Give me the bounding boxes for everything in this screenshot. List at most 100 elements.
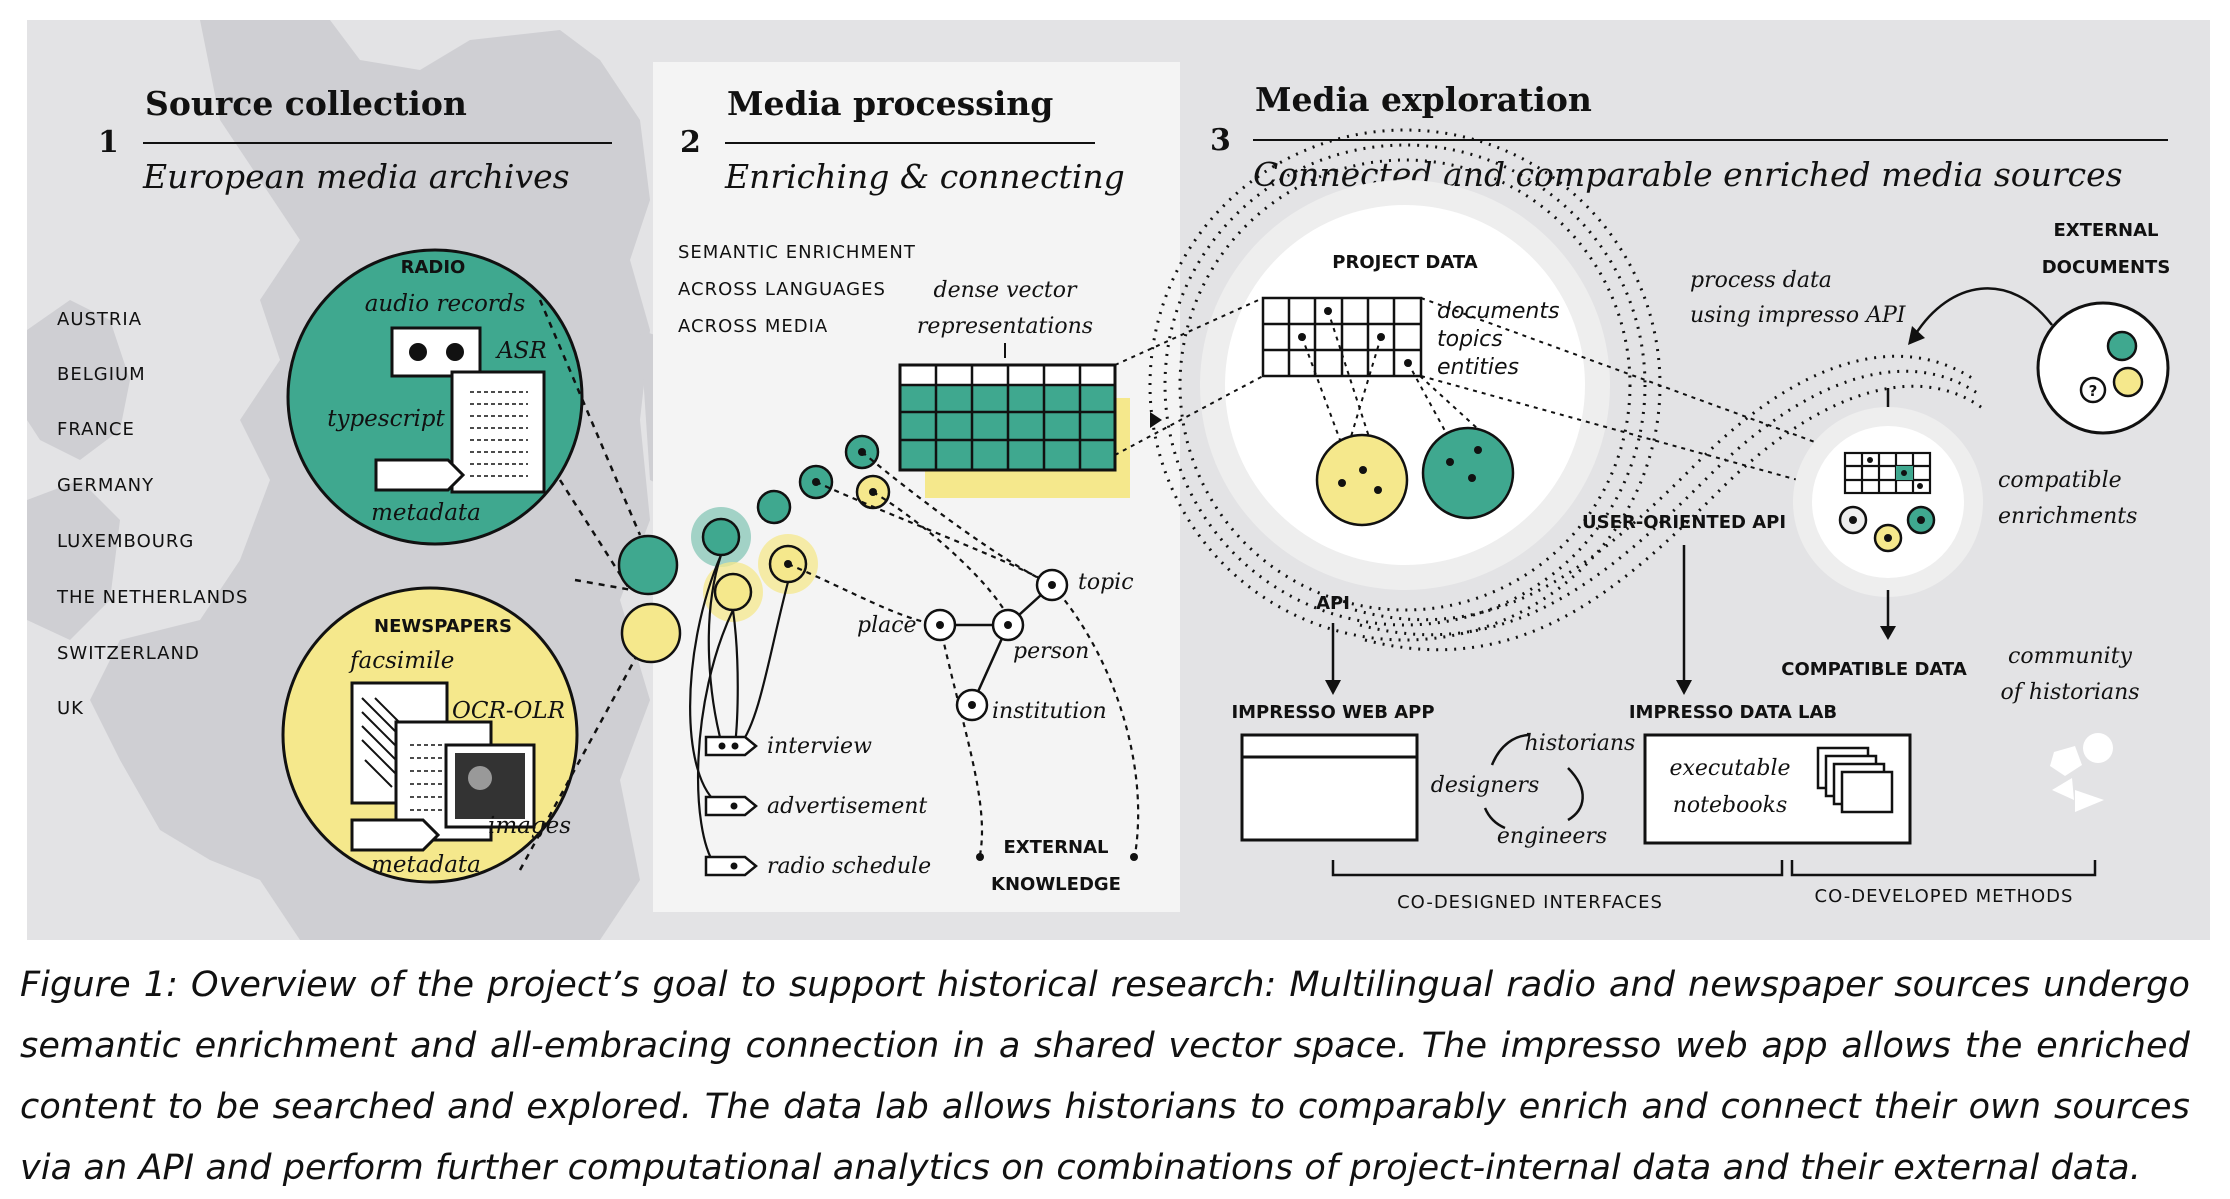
newspapers-metadata-label: metadata: [371, 852, 481, 878]
place-label: place: [857, 613, 917, 638]
metadata-tag-icon: [350, 818, 441, 852]
country-item: BELGIUM: [57, 364, 146, 385]
enriched-nodes: [691, 434, 891, 622]
enrichment-line: SEMANTIC ENRICHMENT: [678, 242, 916, 263]
typescript-document-icon: [450, 370, 546, 494]
figure-caption: Figure 1: Overview of the project’s goal…: [20, 965, 2190, 1188]
project-data-item: entities: [1437, 355, 1519, 380]
play-arrow-icon: [1150, 412, 1162, 428]
radio-asr-label: ASR: [495, 338, 547, 364]
cassette-reel-icon: [409, 343, 427, 361]
data-lab-label: IMPRESSO DATA LAB: [1629, 702, 1837, 723]
media-types: interview advertisement radio schedule: [704, 734, 931, 879]
external-knowledge-endpoint: [976, 853, 984, 861]
compatible-circle: [1812, 426, 1964, 578]
compatible-enrichments-line2: enrichments: [1998, 504, 2137, 529]
api-label: API: [1316, 593, 1350, 614]
newspaper-node: [620, 602, 682, 664]
cluster-green: [1421, 426, 1515, 520]
radio-audio-label: audio records: [365, 291, 526, 317]
section-2-header: 2 Media processing Enriching & connectin…: [680, 84, 1125, 196]
community-label-line1: community: [2008, 644, 2133, 669]
node-green: [701, 517, 741, 557]
country-item: LUXEMBOURG: [57, 531, 194, 552]
section-3-header: 3 Media exploration Connected and compar…: [1210, 80, 2168, 194]
curved-arrow-icon: [1913, 287, 2053, 336]
overview-diagram: 1 Source collection European media archi…: [27, 20, 2210, 940]
node-to-graph-lines: [787, 451, 1140, 856]
metadata-tag-icon: [374, 458, 466, 492]
external-knowledge-line2: KNOWLEDGE: [991, 874, 1121, 895]
process-data-label-line1: process data: [1690, 268, 1832, 293]
newspapers-title: NEWSPAPERS: [374, 616, 512, 637]
notebooks-stack-icon: [1816, 746, 1894, 814]
cluster-yellow: [1315, 433, 1409, 527]
enrichment-line: ACROSS MEDIA: [678, 316, 828, 337]
notebooks-label-line2: notebooks: [1673, 793, 1787, 818]
section-1-title: Source collection: [145, 84, 467, 123]
cassette-reel-icon: [446, 343, 464, 361]
radio-node: [617, 534, 679, 596]
section-1-number: 1: [98, 125, 119, 160]
external-documents-line1: EXTERNAL: [2053, 220, 2158, 241]
newspapers-facsimile-label: facsimile: [348, 648, 454, 674]
country-item: UK: [57, 698, 84, 719]
ocr-text-lines: [410, 744, 445, 811]
engineers-label: engineers: [1497, 824, 1607, 849]
section-3-number: 3: [1210, 123, 1231, 158]
section-2-number: 2: [680, 125, 701, 160]
country-item: GERMANY: [57, 475, 154, 496]
media-tag-icon: [704, 735, 758, 757]
external-knowledge-endpoint: [1130, 853, 1138, 861]
person-label: person: [1013, 639, 1089, 664]
radio-title: RADIO: [401, 257, 466, 278]
country-list: AUSTRIA BELGIUM FRANCE GERMANY LUXEMBOUR…: [56, 309, 247, 719]
project-data-title: PROJECT DATA: [1332, 252, 1477, 273]
project-data-grid: [1261, 296, 1423, 378]
grid-to-project-lines: [1114, 297, 1846, 494]
external-yellow-doc: [2112, 366, 2144, 398]
node-green: [756, 489, 792, 525]
image-photo-highlight: [468, 766, 492, 790]
project-data-item: topics: [1437, 327, 1503, 352]
node-yellow: [713, 572, 753, 612]
enrichment-line: ACROSS LANGUAGES: [678, 279, 886, 300]
radio-typescript-label: typescript: [327, 406, 445, 432]
community-label-line2: of historians: [2000, 680, 2139, 705]
project-data-dotted-links: [1301, 310, 1491, 441]
section-3-title: Media exploration: [1255, 80, 1592, 119]
newspapers-images-label: images: [488, 813, 571, 839]
section-2-title: Media processing: [727, 84, 1053, 123]
archive-connectors: [518, 299, 642, 871]
web-app-window-icon: [1240, 733, 1419, 842]
vector-label-line1: dense vector: [934, 278, 1078, 303]
media-type-label: advertisement: [767, 794, 927, 819]
co-designed-label: CO-DESIGNED INTERFACES: [1397, 892, 1663, 913]
historians-label: historians: [1525, 731, 1636, 756]
co-developed-label: CO-DEVELOPED METHODS: [1815, 886, 2074, 907]
section-2-subtitle: Enriching & connecting: [724, 157, 1125, 196]
external-green-doc: [2106, 330, 2138, 362]
co-developed-bracket: [1790, 860, 2097, 877]
country-item: FRANCE: [57, 419, 135, 440]
entity-graph: topic place person institution: [857, 568, 1134, 724]
question-icon: [2079, 376, 2107, 404]
country-item: AUSTRIA: [57, 309, 142, 330]
country-item: SWITZERLAND: [57, 643, 200, 664]
external-documents-line2: DOCUMENTS: [2042, 257, 2171, 278]
newspapers-ocr-label: OCR-OLR: [452, 698, 565, 724]
enrichment-labels: SEMANTIC ENRICHMENT ACROSS LANGUAGES ACR…: [678, 242, 916, 337]
source-nodes: [617, 534, 682, 664]
institution-label: institution: [992, 699, 1107, 724]
radio-archive: RADIO audio records ASR typescript metad…: [286, 248, 584, 546]
web-app-label: IMPRESSO WEB APP: [1231, 702, 1434, 723]
compatible-data-label: COMPATIBLE DATA: [1781, 659, 1967, 680]
newspapers-archive: NEWSPAPERS facsimile OCR-OLR images meta…: [281, 586, 579, 884]
section-1-header: 1 Source collection European media archi…: [98, 84, 612, 196]
compatible-enrichments-line1: compatible: [1998, 468, 2122, 493]
external-documents-circle: [2036, 301, 2170, 435]
notebooks-label-line1: executable: [1669, 756, 1790, 781]
media-type-label: radio schedule: [767, 854, 931, 879]
designers-label: designers: [1431, 773, 1540, 798]
typescript-text-lines: [470, 391, 528, 477]
